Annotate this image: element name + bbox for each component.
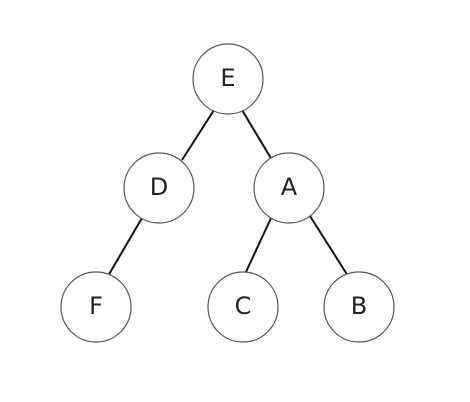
tree-edges xyxy=(107,109,349,277)
edge-d-f xyxy=(107,217,143,277)
node-circle-a xyxy=(253,152,325,224)
edge-e-d xyxy=(181,109,215,161)
node-label-f: F xyxy=(89,292,103,320)
node-label-c: C xyxy=(235,292,252,320)
edge-a-b xyxy=(309,215,349,277)
tree-node-d: D xyxy=(123,152,195,224)
tree-node-c: C xyxy=(207,271,279,343)
edge-e-a xyxy=(241,109,273,161)
node-circle-c xyxy=(207,271,279,343)
node-circle-d xyxy=(123,152,195,224)
tree-node-b: B xyxy=(323,271,395,343)
node-circle-f xyxy=(60,271,132,343)
node-circle-b xyxy=(323,271,395,343)
tree-node-a: A xyxy=(253,152,325,224)
node-label-e: E xyxy=(220,64,235,92)
node-label-a: A xyxy=(281,173,298,201)
node-circle-e xyxy=(192,43,264,115)
node-label-b: B xyxy=(351,292,367,320)
tree-node-e: E xyxy=(192,43,264,115)
tree-node-f: F xyxy=(60,271,132,343)
node-label-d: D xyxy=(150,173,168,201)
edge-a-c xyxy=(244,215,273,275)
